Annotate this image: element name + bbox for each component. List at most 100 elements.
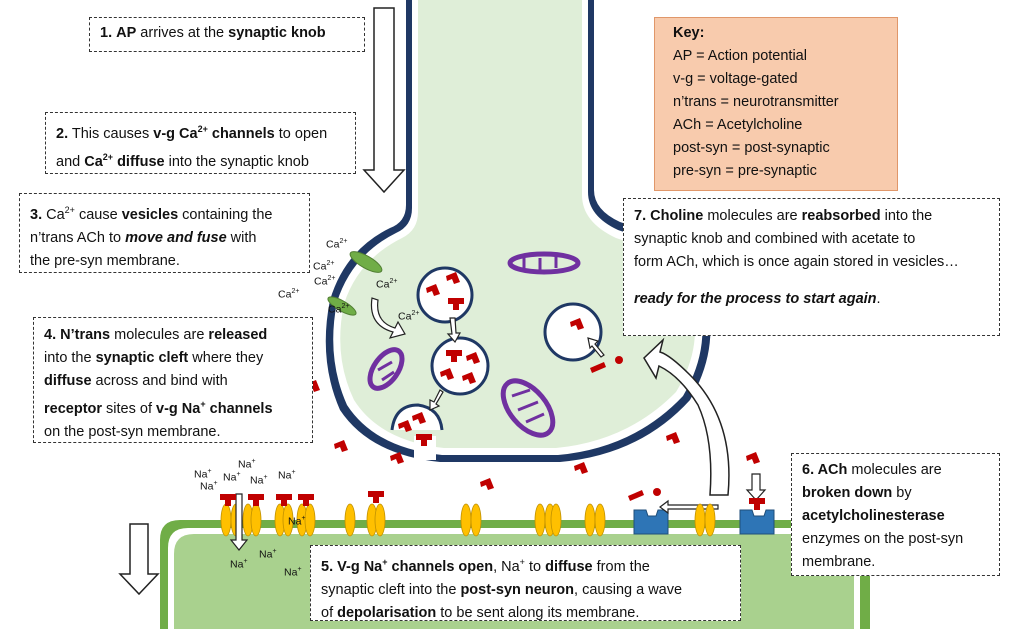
na-label: Na+	[194, 468, 212, 481]
line: 7. Choline molecules are reabsorbed into…	[634, 205, 989, 228]
text: +	[519, 557, 525, 567]
text: sites of	[102, 400, 157, 417]
step-number: 2.	[56, 125, 69, 142]
key-item: AP = Action potential	[673, 48, 807, 64]
text: Ca	[84, 153, 103, 170]
key-item: v-g = voltage-gated	[673, 71, 798, 87]
text: v-g Na	[156, 400, 201, 417]
line: on the post-syn membrane.	[44, 421, 302, 444]
text: molecules are	[703, 208, 802, 224]
ca-label: Ca2+	[398, 310, 420, 323]
text: where they	[188, 350, 264, 366]
text: This causes	[68, 125, 154, 142]
na-label: Na+	[223, 471, 241, 484]
text: n’trans ACh to	[30, 229, 126, 246]
text: to open	[274, 125, 328, 142]
text: +	[200, 399, 206, 409]
line: form ACh, which is once again stored in …	[634, 251, 989, 274]
na-label: Na+	[259, 548, 277, 561]
line: synaptic cleft into the post-syn neuron,…	[321, 579, 730, 602]
step-number: 6.	[802, 462, 815, 478]
line: enzymes on the post-syn	[802, 528, 989, 551]
text: molecules are	[110, 327, 209, 343]
ca-label: Ca2+	[314, 275, 336, 288]
ca-label: Ca2+	[376, 278, 398, 291]
na-label: Na+	[230, 558, 248, 571]
line: receptor sites of v-g Na+ channels	[44, 393, 302, 421]
text: form ACh, which is once again stored in …	[634, 254, 959, 270]
na-label: Na+	[200, 480, 218, 493]
text: with	[226, 229, 257, 246]
synaptic-knob	[325, 0, 711, 462]
text: broken down	[802, 485, 893, 501]
line: n’trans ACh to move and fuse with	[30, 227, 299, 250]
step-2-box: 2. This causes v-g Ca2+ channels to open…	[45, 112, 356, 174]
key-box: Key: AP = Action potential v-g = voltage…	[654, 17, 898, 191]
reabsorb-arrow	[643, 337, 730, 496]
line: synaptic knob and combined with acetate …	[634, 228, 989, 251]
text: depolarisation	[337, 604, 437, 621]
text: on the post-syn membrane.	[44, 423, 221, 440]
step-3-box: 3. Ca2+ cause vesicles containing the n’…	[19, 193, 310, 273]
text: and	[56, 153, 85, 170]
line: membrane.	[802, 551, 989, 574]
text: N’trans	[56, 327, 111, 343]
text: into the synaptic knob	[164, 153, 309, 170]
text: released	[208, 327, 268, 343]
na-label: Na+	[284, 566, 302, 579]
text: into the	[44, 350, 96, 366]
text: of	[321, 604, 338, 621]
text: channels	[207, 125, 275, 142]
key-title: Key:	[673, 25, 705, 41]
na-label: Na+	[250, 474, 268, 487]
text: 2+	[197, 124, 208, 134]
mitochondria	[367, 251, 581, 438]
text: acetylcholinesterase	[802, 508, 945, 524]
line: 3. Ca2+ cause vesicles containing the	[30, 199, 299, 227]
text: across and bind with	[91, 373, 228, 389]
ca-entry-arrow	[370, 297, 406, 339]
text: reabsorbed	[801, 208, 881, 224]
line: into the synaptic cleft where they	[44, 347, 302, 370]
text: membrane.	[802, 554, 876, 570]
line: the pre-syn membrane.	[30, 250, 299, 273]
acetylcholinesterase	[633, 509, 775, 535]
step-4-box: 4. N’trans molecules are released into t…	[33, 317, 313, 443]
text: synaptic knob and combined with acetate …	[634, 231, 916, 247]
text: receptor	[44, 400, 103, 417]
key-item: n’trans = neurotransmitter	[673, 94, 839, 110]
step-7-box: 7. Choline molecules are reabsorbed into…	[623, 198, 1000, 336]
key-item: pre-syn = pre-synaptic	[673, 163, 817, 179]
text: arrives at the	[136, 25, 229, 41]
step-5-box: 5. V-g Na+ channels open, Na+ to diffuse…	[310, 545, 741, 621]
step-1-box: 1. AP arrives at the synaptic knob	[89, 17, 365, 52]
text: 2+	[102, 151, 114, 162]
line: of depolarisation to be sent along its m…	[321, 602, 730, 625]
text: cause	[74, 206, 122, 223]
text: channels open	[387, 558, 494, 575]
text: to be sent along its membrane.	[436, 604, 640, 621]
step-6-box: 6. ACh molecules are broken down by acet…	[791, 453, 1000, 576]
text: synaptic cleft into the	[321, 581, 461, 598]
text: .	[876, 291, 881, 307]
text: synaptic knob	[228, 25, 326, 41]
text: containing the	[178, 206, 273, 223]
ca-label: Ca2+	[328, 303, 350, 316]
text: ready for the process to start again	[634, 291, 877, 307]
line: and Ca2+ diffuse into the synaptic knob	[56, 146, 345, 174]
ca-label: Ca2+	[278, 288, 300, 301]
text: +	[382, 557, 388, 567]
ca-label: Ca2+	[313, 260, 335, 273]
line: 2. This causes v-g Ca2+ channels to open	[56, 118, 345, 146]
step-number: 1.	[100, 25, 113, 41]
text: Ca	[42, 206, 65, 223]
line: broken down by	[802, 482, 989, 505]
text: molecules are	[847, 462, 942, 478]
line: diffuse across and bind with	[44, 370, 302, 393]
text: diffuse	[545, 558, 593, 575]
key-item: ACh = Acetylcholine	[673, 117, 803, 133]
ca-label: Ca2+	[326, 238, 348, 251]
text: Choline	[646, 208, 704, 224]
text: synaptic cleft	[95, 350, 189, 366]
text: 2+	[64, 205, 75, 215]
